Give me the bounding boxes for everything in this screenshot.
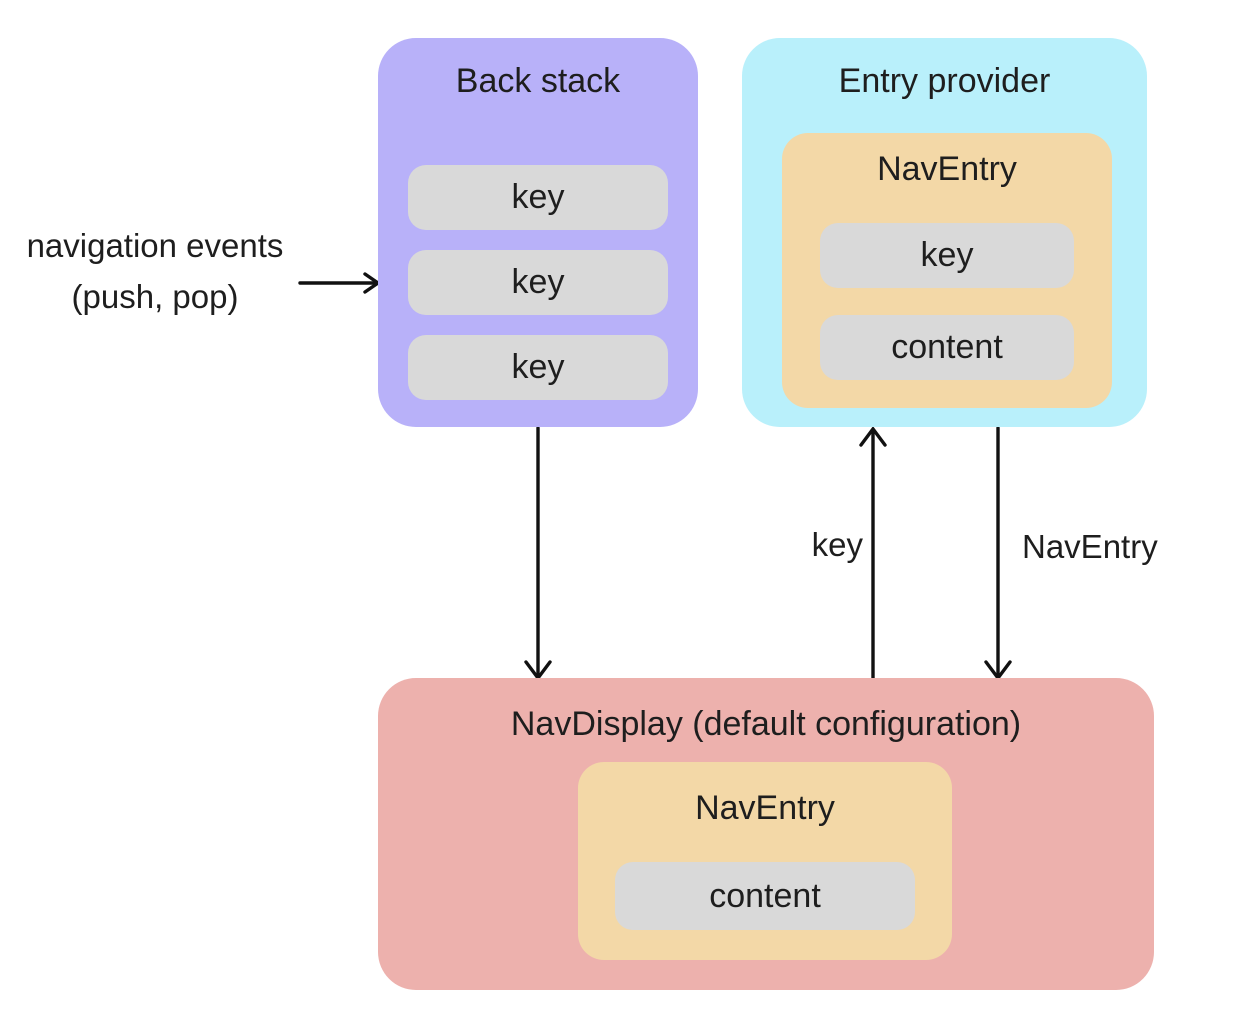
entry-provider-box: Entry provider NavEntry key content [742, 38, 1147, 427]
content-pill-label: content [709, 876, 821, 915]
key-up-arrow [859, 426, 887, 680]
backstack-to-navdisplay-arrow [524, 426, 552, 681]
back-stack-box: Back stack key key key [378, 38, 698, 427]
entry-provider-title: Entry provider [838, 62, 1051, 100]
nav-events-label: navigation events (push, pop) [0, 220, 310, 322]
entry-provider-naventry-box: NavEntry key content [782, 133, 1112, 408]
content-pill-label: content [891, 328, 1003, 366]
nav-events-label-line2: (push, pop) [71, 278, 239, 315]
nav-events-arrow [298, 272, 381, 294]
naventry-title: NavEntry [877, 150, 1017, 188]
naventry-key-pill: key [820, 223, 1074, 288]
naventry-edge-label: NavEntry [1022, 528, 1158, 565]
key-edge-label: key [811, 526, 863, 563]
back-stack-key-pill: key [408, 250, 668, 315]
back-stack-key-pill: key [408, 335, 668, 400]
back-stack-key-pill: key [408, 165, 668, 230]
nav-display-box: NavDisplay (default configuration) NavEn… [378, 678, 1154, 990]
back-stack-title: Back stack [455, 62, 621, 100]
naventry-content-pill: content [820, 315, 1074, 380]
key-pill-label: key [511, 263, 565, 301]
nav-display-title: NavDisplay (default configuration) [510, 705, 1022, 743]
key-pill-label: key [920, 236, 974, 274]
nav-display-naventry-box: NavEntry content [578, 762, 952, 960]
naventry-title: NavEntry [695, 789, 835, 827]
key-pill-label: key [511, 178, 565, 216]
naventry-content-pill: content [615, 862, 915, 930]
key-pill-label: key [511, 348, 565, 386]
naventry-down-arrow [984, 426, 1012, 681]
nav-events-label-line1: navigation events [26, 227, 284, 264]
